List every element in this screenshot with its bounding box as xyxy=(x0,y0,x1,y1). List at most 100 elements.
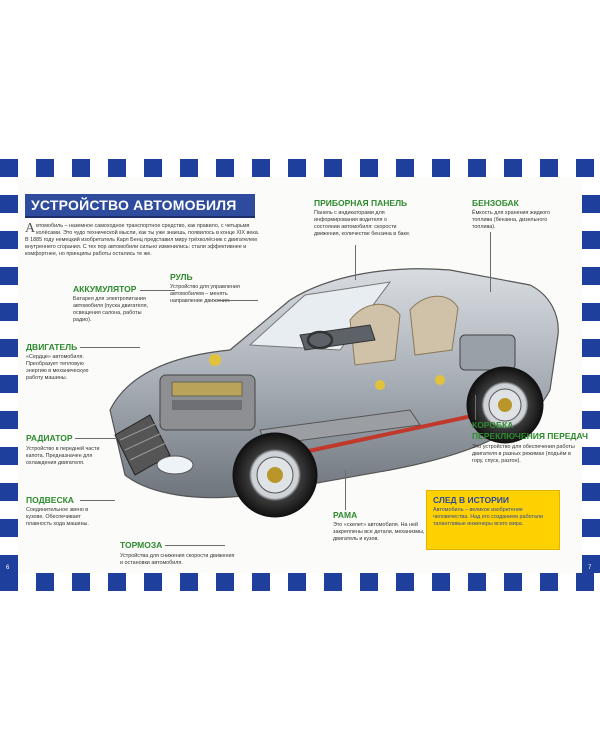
border-square xyxy=(582,393,600,411)
border-square xyxy=(0,177,18,195)
border-square xyxy=(0,411,18,429)
desc-radiator: Устройство в передней части капота. Пред… xyxy=(26,446,100,466)
border-square xyxy=(486,159,504,177)
border-square xyxy=(582,249,600,267)
border-square xyxy=(582,303,600,321)
border-square xyxy=(216,573,234,591)
border-square xyxy=(468,573,486,591)
desc-frame: Это «скелет» автомобиля. На ней закрепле… xyxy=(333,522,425,542)
history-title: СЛЕД В ИСТОРИИ xyxy=(433,495,509,505)
border-square xyxy=(558,159,576,177)
border-square xyxy=(144,573,162,591)
border-square xyxy=(582,483,600,501)
border-square xyxy=(450,159,468,177)
border-square xyxy=(216,159,234,177)
border-square xyxy=(0,213,18,231)
border-square xyxy=(582,519,600,537)
page-number-right: 7 xyxy=(588,565,592,571)
label-gearbox-2: ПЕРЕКЛЮЧЕНИЯ ПЕРЕДАЧ xyxy=(472,431,588,441)
leader-frame xyxy=(345,470,346,510)
border-square xyxy=(396,159,414,177)
border-square xyxy=(582,321,600,339)
label-gearbox-1: КОРОБКА xyxy=(472,420,514,430)
border-square xyxy=(0,339,18,357)
leader-fuel-tank xyxy=(490,232,491,292)
border-square xyxy=(582,537,600,555)
border-square xyxy=(582,213,600,231)
border-square xyxy=(504,573,522,591)
leader-brakes xyxy=(165,545,225,546)
border-square xyxy=(582,231,600,249)
border-square xyxy=(72,159,90,177)
leader-engine xyxy=(80,347,140,348)
desc-steering: Устройство для управления автомобилем – … xyxy=(170,284,240,304)
border-square xyxy=(0,321,18,339)
border-square xyxy=(582,357,600,375)
border-square xyxy=(0,465,18,483)
border-square xyxy=(90,573,108,591)
border-square xyxy=(324,573,342,591)
history-box: СЛЕД В ИСТОРИИ Автомобиль – великое изоб… xyxy=(426,490,560,550)
border-square xyxy=(360,159,378,177)
label-brakes: ТОРМОЗА xyxy=(120,540,163,550)
border-square xyxy=(198,159,216,177)
border-square xyxy=(126,573,144,591)
border-square xyxy=(0,519,18,537)
border-square xyxy=(396,573,414,591)
border-square xyxy=(582,501,600,519)
border-square xyxy=(414,573,432,591)
border-square xyxy=(72,573,90,591)
border-square xyxy=(126,159,144,177)
history-text: Автомобиль – великое изобретение человеч… xyxy=(433,507,544,527)
border-square xyxy=(582,339,600,357)
border-square xyxy=(378,573,396,591)
border-square xyxy=(324,159,342,177)
leader-gearbox xyxy=(475,395,476,420)
border-top xyxy=(0,159,600,177)
border-square xyxy=(522,573,540,591)
border-square xyxy=(558,573,576,591)
border-square xyxy=(540,159,558,177)
border-square xyxy=(0,429,18,447)
border-square xyxy=(0,285,18,303)
border-square xyxy=(414,159,432,177)
border-square xyxy=(504,159,522,177)
border-square xyxy=(582,267,600,285)
border-square xyxy=(582,411,600,429)
label-dashboard: ПРИБОРНАЯ ПАНЕЛЬ xyxy=(314,198,408,208)
label-engine: ДВИГАТЕЛЬ xyxy=(26,342,78,352)
border-square xyxy=(582,447,600,465)
border-square xyxy=(252,573,270,591)
border-square xyxy=(582,285,600,303)
border-square xyxy=(0,195,18,213)
border-square xyxy=(36,573,54,591)
intro-text: втомобиль – наземное самоходное транспор… xyxy=(25,223,260,257)
border-square xyxy=(0,483,18,501)
label-steering: РУЛЬ xyxy=(170,272,193,282)
border-square xyxy=(108,159,126,177)
leader-battery xyxy=(140,290,175,291)
border-square xyxy=(594,159,600,177)
border-square xyxy=(576,159,594,177)
border-square xyxy=(54,159,72,177)
border-square xyxy=(450,573,468,591)
border-square xyxy=(252,159,270,177)
border-square xyxy=(582,429,600,447)
border-square xyxy=(468,159,486,177)
title-banner: УСТРОЙСТВО АВТОМОБИЛЯ xyxy=(25,194,255,218)
border-square xyxy=(234,159,252,177)
border-square xyxy=(432,573,450,591)
border-square xyxy=(0,375,18,393)
desc-battery: Батарея для электропитания автомобиля (п… xyxy=(73,296,149,323)
border-square xyxy=(0,357,18,375)
border-square xyxy=(582,555,600,573)
border-square xyxy=(162,573,180,591)
border-square xyxy=(54,573,72,591)
border-square xyxy=(582,465,600,483)
desc-suspension: Соединительное звено в кузове. Обеспечив… xyxy=(26,507,89,527)
border-square xyxy=(270,159,288,177)
page-number-left: 6 xyxy=(6,565,10,571)
border-square xyxy=(594,573,600,591)
border-square xyxy=(486,573,504,591)
border-square xyxy=(582,375,600,393)
